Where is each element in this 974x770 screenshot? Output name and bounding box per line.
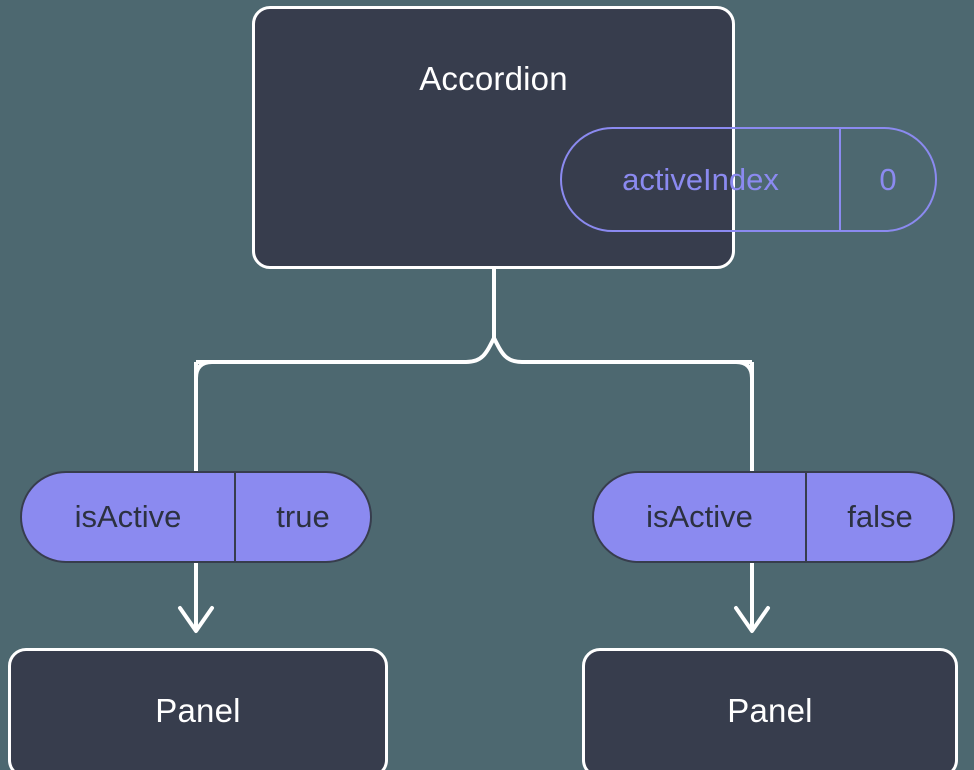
- prop-value-is-active-right: false: [805, 473, 953, 561]
- accordion-node-title: Accordion: [419, 60, 568, 97]
- arrow-left-head: [178, 606, 214, 633]
- accordion-node[interactable]: Accordion activeIndex 0: [252, 6, 937, 269]
- connector-branch-left: [194, 360, 466, 478]
- connector-branch-right: [522, 360, 754, 478]
- prop-key-is-active-left: isActive: [74, 499, 182, 534]
- prop-pill-active-index[interactable]: activeIndex 0: [560, 127, 937, 232]
- prop-pill-is-active-left[interactable]: isActive true: [20, 471, 372, 563]
- prop-value-is-active-left: true: [234, 473, 370, 561]
- arrow-right-head: [734, 606, 770, 633]
- prop-key-active-index: activeIndex: [622, 161, 779, 197]
- panel-left-node-title: Panel: [155, 692, 241, 729]
- prop-key-is-active-right: isActive: [646, 499, 753, 534]
- prop-pill-is-active-right[interactable]: isActive false: [592, 471, 955, 563]
- panel-right-node[interactable]: Panel: [582, 648, 958, 770]
- panel-right-node-title: Panel: [727, 692, 813, 729]
- prop-value-active-index: 0: [839, 129, 935, 230]
- panel-left-node[interactable]: Panel: [8, 648, 388, 770]
